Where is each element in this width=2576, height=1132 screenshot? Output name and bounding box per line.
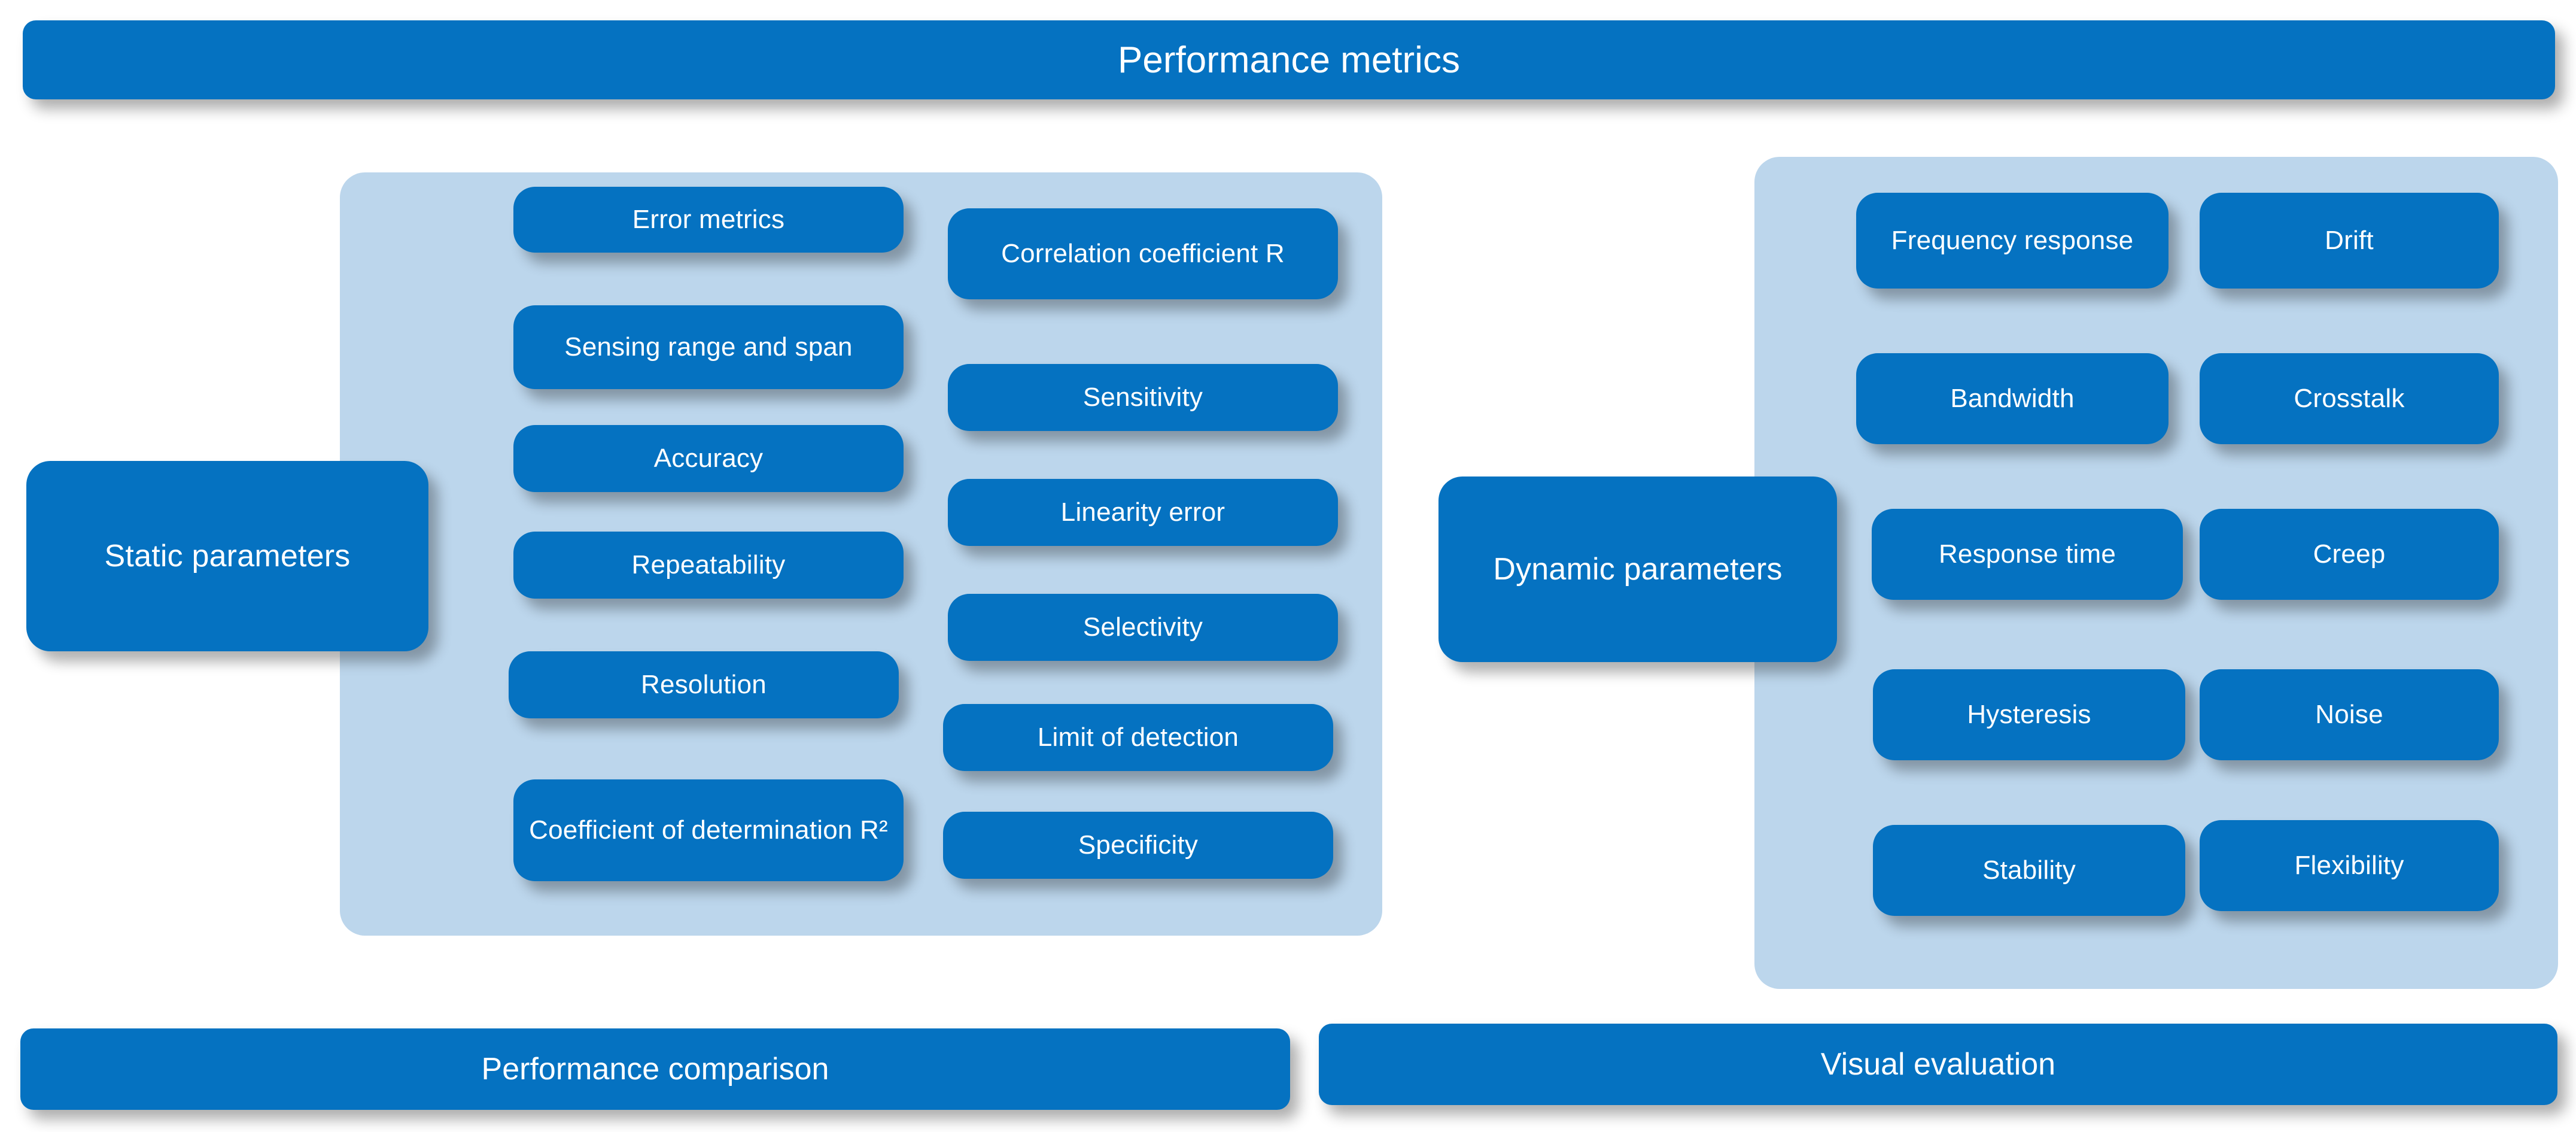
- node-stability-label: Stability: [1982, 855, 2076, 885]
- node-repeatability-label: Repeatability: [631, 550, 786, 580]
- performance-comparison-banner[interactable]: Performance comparison: [20, 1028, 1290, 1110]
- header-title: Performance metrics: [1118, 39, 1460, 81]
- node-limit-of-detection[interactable]: Limit of detection: [943, 704, 1333, 771]
- node-response-time-label: Response time: [1938, 539, 2116, 569]
- node-frequency-response[interactable]: Frequency response: [1856, 193, 2169, 289]
- node-resolution-label: Resolution: [641, 670, 767, 700]
- node-flexibility-label: Flexibility: [2294, 851, 2404, 881]
- performance-comparison-label: Performance comparison: [481, 1052, 829, 1087]
- node-linearity-error-label: Linearity error: [1060, 497, 1225, 527]
- node-sensing-range-and-span-label: Sensing range and span: [564, 332, 853, 362]
- node-accuracy[interactable]: Accuracy: [513, 425, 904, 492]
- node-bandwidth[interactable]: Bandwidth: [1856, 353, 2169, 444]
- node-bandwidth-label: Bandwidth: [1950, 384, 2075, 414]
- node-resolution[interactable]: Resolution: [509, 651, 899, 718]
- node-drift-label: Drift: [2325, 226, 2374, 256]
- node-response-time[interactable]: Response time: [1872, 509, 2183, 600]
- node-repeatability[interactable]: Repeatability: [513, 532, 904, 599]
- node-specificity[interactable]: Specificity: [943, 812, 1333, 879]
- visual-evaluation-label: Visual evaluation: [1820, 1047, 2056, 1082]
- visual-evaluation-banner[interactable]: Visual evaluation: [1319, 1024, 2557, 1105]
- node-flexibility[interactable]: Flexibility: [2200, 820, 2499, 911]
- node-coefficient-of-determination-label: Coefficient of determination R²: [529, 815, 888, 845]
- node-selectivity[interactable]: Selectivity: [948, 594, 1338, 661]
- node-frequency-response-label: Frequency response: [1891, 226, 2134, 256]
- node-sensing-range-and-span[interactable]: Sensing range and span: [513, 305, 904, 389]
- node-sensitivity[interactable]: Sensitivity: [948, 364, 1338, 431]
- node-stability[interactable]: Stability: [1873, 825, 2185, 916]
- node-creep[interactable]: Creep: [2200, 509, 2499, 600]
- node-crosstalk-label: Crosstalk: [2294, 384, 2405, 414]
- node-crosstalk[interactable]: Crosstalk: [2200, 353, 2499, 444]
- node-selectivity-label: Selectivity: [1082, 612, 1203, 642]
- node-error-metrics[interactable]: Error metrics: [513, 187, 904, 253]
- node-correlation-coefficient[interactable]: Correlation coefficient R: [948, 208, 1338, 299]
- node-drift[interactable]: Drift: [2200, 193, 2499, 289]
- node-noise[interactable]: Noise: [2200, 669, 2499, 760]
- node-coefficient-of-determination[interactable]: Coefficient of determination R²: [513, 779, 904, 881]
- node-linearity-error[interactable]: Linearity error: [948, 479, 1338, 546]
- category-static-parameters[interactable]: Static parameters: [26, 461, 428, 651]
- node-hysteresis-label: Hysteresis: [1967, 700, 2091, 730]
- node-correlation-coefficient-label: Correlation coefficient R: [1001, 239, 1285, 269]
- category-dynamic-parameters-label: Dynamic parameters: [1493, 551, 1783, 587]
- node-limit-of-detection-label: Limit of detection: [1037, 723, 1239, 752]
- node-sensitivity-label: Sensitivity: [1082, 383, 1203, 412]
- node-specificity-label: Specificity: [1078, 830, 1199, 860]
- category-dynamic-parameters[interactable]: Dynamic parameters: [1438, 477, 1837, 662]
- node-hysteresis[interactable]: Hysteresis: [1873, 669, 2185, 760]
- node-creep-label: Creep: [2313, 539, 2386, 569]
- node-noise-label: Noise: [2315, 700, 2383, 730]
- category-static-parameters-label: Static parameters: [104, 538, 351, 573]
- performance-metrics-header: Performance metrics: [23, 20, 2555, 99]
- node-error-metrics-label: Error metrics: [632, 205, 785, 235]
- node-accuracy-label: Accuracy: [653, 444, 764, 474]
